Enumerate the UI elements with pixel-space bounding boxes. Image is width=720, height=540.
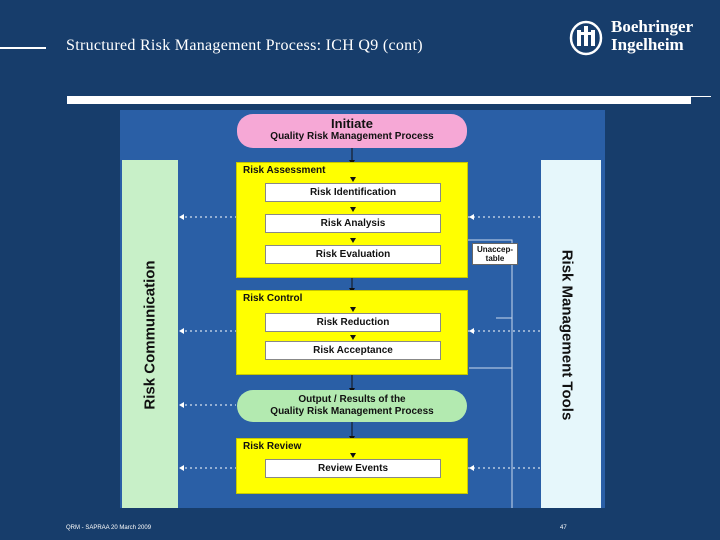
logo-line-1: Boehringer <box>611 17 694 36</box>
footer-left: QRM - SAPRAA 20 March 2009 <box>66 525 152 531</box>
risk-review-box: Risk Review Review Events <box>236 438 468 494</box>
logo-line-2: Ingelheim <box>611 35 684 54</box>
step-risk-reduction: Risk Reduction <box>265 313 441 332</box>
risk-assessment-box: Risk Assessment Risk Identification Risk… <box>236 162 468 278</box>
company-logo: Boehringer Ingelheim <box>569 18 694 58</box>
arrow-down-icon <box>350 207 356 212</box>
output-line-1: Output / Results of the <box>298 394 406 405</box>
unacceptable-line-2: table <box>485 254 505 263</box>
title-rule <box>0 47 46 49</box>
initiate-subtitle: Quality Risk Management Process <box>270 131 434 142</box>
risk-communication-bar <box>122 160 178 508</box>
logo-wordmark: Boehringer Ingelheim <box>611 18 693 54</box>
risk-management-tools-bar <box>541 160 601 508</box>
step-risk-identification: Risk Identification <box>265 183 441 202</box>
header-bar <box>67 96 691 104</box>
risk-control-box: Risk Control Risk Reduction Risk Accepta… <box>236 290 468 375</box>
unacceptable-label: Unaccep- table <box>472 243 518 265</box>
step-review-events: Review Events <box>265 459 441 478</box>
page-number: 47 <box>560 525 567 531</box>
unacceptable-line-1: Unaccep- <box>476 245 513 254</box>
slide-title: Structured Risk Management Process: ICH … <box>66 37 423 54</box>
output-line-2: Quality Risk Management Process <box>270 406 434 417</box>
step-risk-evaluation: Risk Evaluation <box>265 245 441 264</box>
output-pill: Output / Results of the Quality Risk Man… <box>237 390 467 422</box>
arrow-down-icon <box>350 307 356 312</box>
arrow-down-icon <box>350 335 356 340</box>
header-bar-extension <box>691 96 711 97</box>
logo-mark-icon <box>569 20 603 56</box>
risk-review-title: Risk Review <box>243 441 302 452</box>
initiate-pill: Initiate Quality Risk Management Process <box>237 114 467 148</box>
risk-control-title: Risk Control <box>243 293 303 304</box>
arrow-down-icon <box>350 453 356 458</box>
arrow-down-icon <box>350 238 356 243</box>
risk-assessment-title: Risk Assessment <box>243 165 326 176</box>
arrow-down-icon <box>350 177 356 182</box>
step-risk-acceptance: Risk Acceptance <box>265 341 441 360</box>
qrm-diagram: Risk Communication Risk Management Tools <box>120 110 605 508</box>
step-risk-analysis: Risk Analysis <box>265 214 441 233</box>
initiate-title: Initiate <box>331 116 373 131</box>
